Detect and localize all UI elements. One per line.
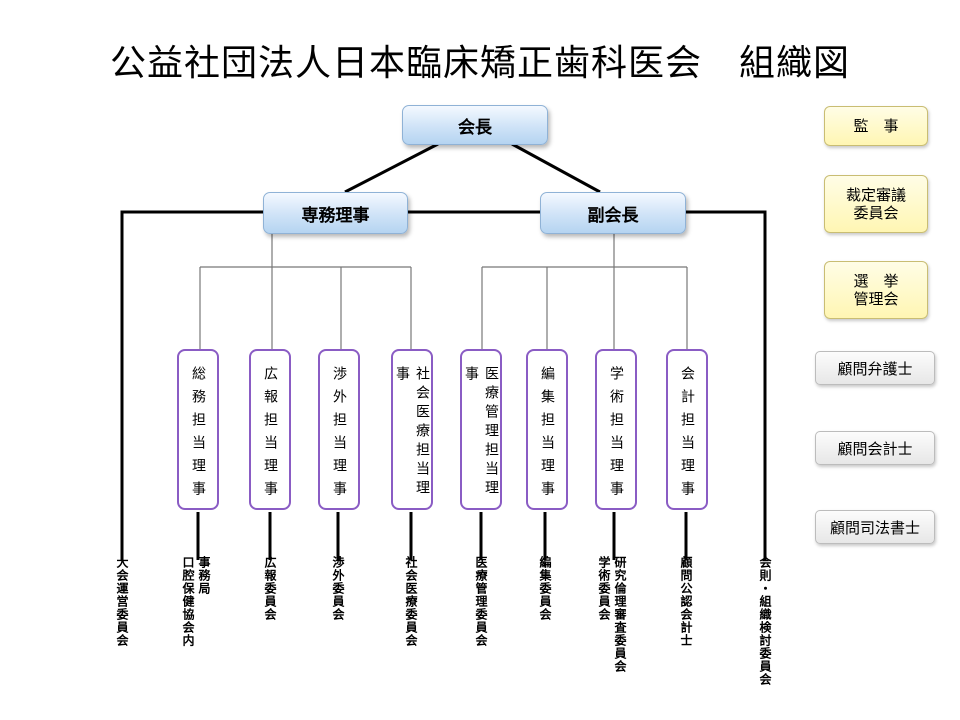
line-president-executive	[344, 142, 439, 194]
committee-external-affairs: 渉外委員会	[331, 556, 345, 621]
auditor-box[interactable]: 監 事	[824, 106, 928, 146]
director-label: 会計担当理事	[679, 366, 695, 504]
director-label: 医療管理担当理事	[463, 366, 499, 499]
president-box[interactable]: 会長	[402, 105, 548, 145]
director-label: 学術担当理事	[608, 366, 624, 504]
legal-advisor-box[interactable]: 顧問弁護士	[815, 351, 935, 385]
director-box-medical-management[interactable]: 医療管理担当理事	[460, 349, 502, 510]
director-box-academic[interactable]: 学術担当理事	[595, 349, 637, 510]
director-box-general-affairs[interactable]: 総務担当理事	[177, 349, 219, 510]
page-title: 公益社団法人日本臨床矯正歯科医会 組織図	[109, 43, 850, 84]
director-label: 総務担当理事	[190, 366, 206, 504]
committee-academic-ethics: 研究倫理審査委員会 学術委員会	[597, 556, 627, 673]
director-box-social-medical[interactable]: 社会医療担当理事	[391, 349, 433, 510]
director-box-external-affairs[interactable]: 渉外担当理事	[318, 349, 360, 510]
committee-convention: 大会運営委員会	[115, 556, 129, 647]
executive-director-box[interactable]: 専務理事	[263, 192, 408, 234]
committee-public-relations: 広報委員会	[263, 556, 277, 621]
line-left-branch	[120, 210, 263, 560]
director-box-editorial[interactable]: 編集担当理事	[526, 349, 568, 510]
election-committee-box[interactable]: 選 挙 管理会	[824, 261, 928, 319]
director-label: 渉外担当理事	[331, 366, 347, 504]
director-label: 社会医療担当理事	[394, 366, 430, 499]
director-box-accounting[interactable]: 会計担当理事	[666, 349, 708, 510]
judicial-scrivener-box[interactable]: 顧問司法書士	[815, 510, 935, 544]
director-label: 広報担当理事	[262, 366, 278, 504]
accounting-advisor-box[interactable]: 顧問会計士	[815, 431, 935, 465]
committee-cpa-advisor: 顧問公認会計士	[679, 556, 693, 647]
committee-bylaws: 会則・組織検討委員会	[758, 556, 772, 686]
line-president-vice	[511, 142, 601, 194]
committee-editorial: 編集委員会	[538, 556, 552, 621]
committee-secretariat: 事務局 口腔保健協会内	[181, 556, 211, 647]
committee-medical-management: 医療管理委員会	[474, 556, 488, 647]
committee-social-medical: 社会医療委員会	[404, 556, 418, 647]
vice-president-box[interactable]: 副会長	[540, 192, 686, 234]
arbitration-committee-box[interactable]: 裁定審議 委員会	[824, 175, 928, 233]
line-right-branch	[684, 210, 767, 560]
director-box-public-relations[interactable]: 広報担当理事	[249, 349, 291, 510]
director-label: 編集担当理事	[539, 366, 555, 504]
